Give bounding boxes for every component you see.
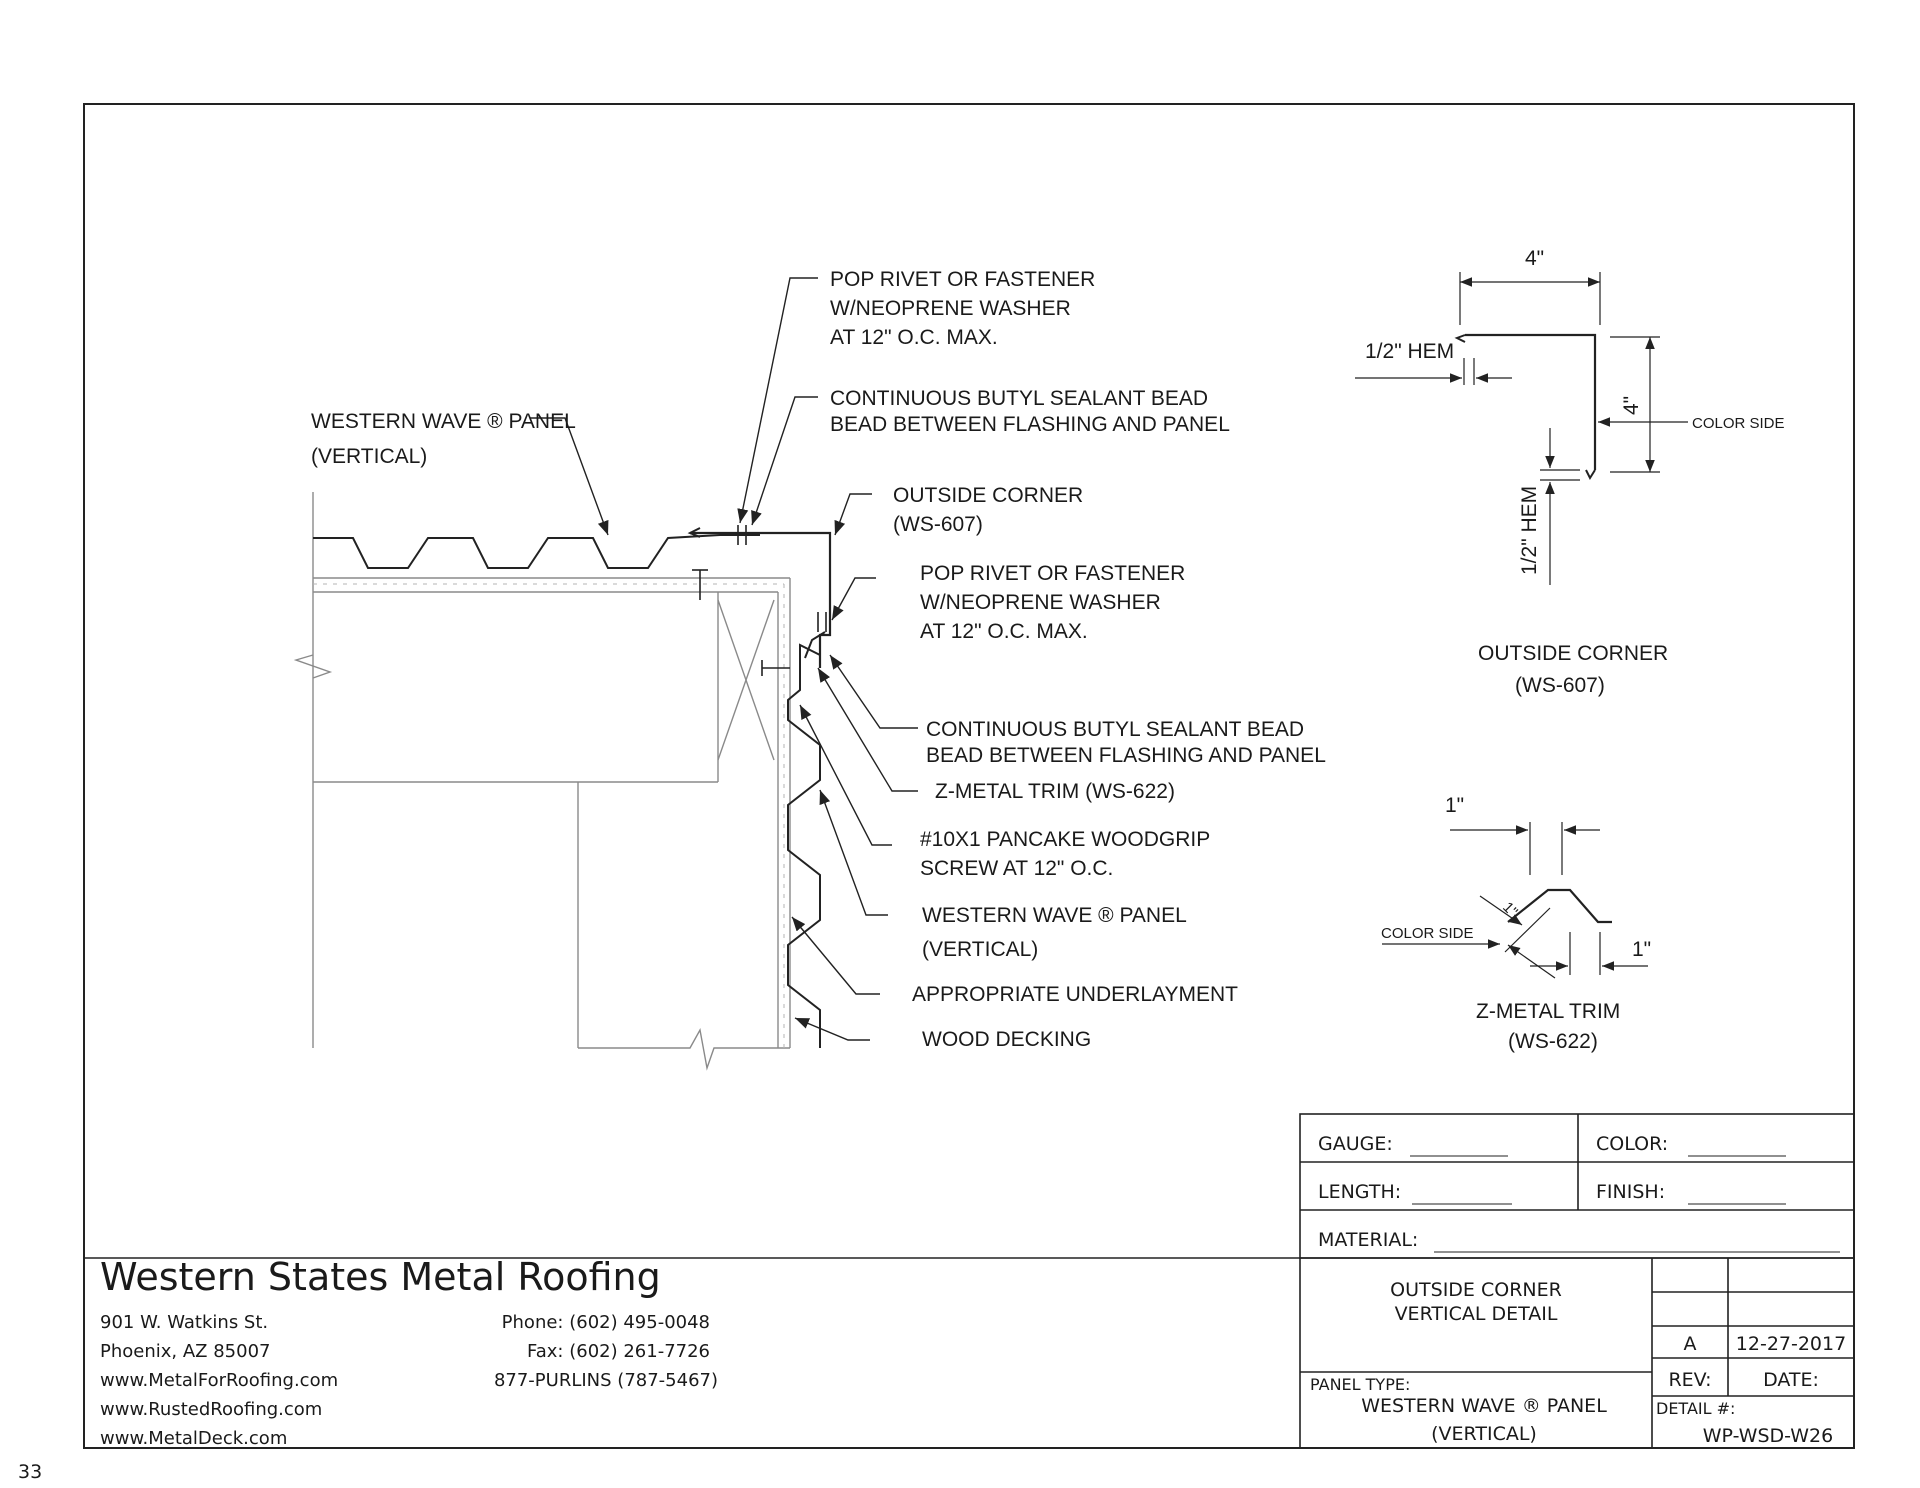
material-label: MATERIAL: xyxy=(1318,1229,1418,1251)
date-value: 12-27-2017 xyxy=(1736,1333,1846,1355)
ztrim-title-2: (WS-622) xyxy=(1508,1030,1598,1053)
phone: Phone: (602) 495-0048 xyxy=(502,1312,710,1333)
callout-butyl-side-1: CONTINUOUS BUTYL SEALANT BEAD xyxy=(926,718,1304,741)
panel-type-label: PANEL TYPE: xyxy=(1310,1375,1410,1394)
corner-color-side: COLOR SIDE xyxy=(1692,415,1785,432)
corner-title-2: (WS-607) xyxy=(1515,674,1605,697)
date-label: DATE: xyxy=(1763,1369,1819,1391)
callout-pop-rivet-top-3: AT 12" O.C. MAX. xyxy=(830,326,998,349)
callout-screw-1: #10X1 PANCAKE WOODGRIP xyxy=(920,828,1210,851)
address-line-1: 901 W. Watkins St. xyxy=(100,1312,268,1333)
corner-hem-top: 1/2" HEM xyxy=(1365,340,1454,363)
callout-underlayment: APPROPRIATE UNDERLAYMENT xyxy=(912,983,1238,1006)
length-label: LENGTH: xyxy=(1318,1181,1401,1203)
callout-panel-top-2: (VERTICAL) xyxy=(311,445,427,468)
callout-panel-top-1: WESTERN WAVE ® PANEL xyxy=(311,410,576,433)
company-name: Western States Metal Roofing xyxy=(100,1255,661,1299)
callout-outside-corner-2: (WS-607) xyxy=(893,513,983,536)
detail-number-label: DETAIL #: xyxy=(1656,1399,1735,1418)
callout-pop-rivet-top-1: POP RIVET OR FASTENER xyxy=(830,268,1095,291)
callout-screw-2: SCREW AT 12" O.C. xyxy=(920,857,1113,880)
callout-outside-corner-1: OUTSIDE CORNER xyxy=(893,484,1083,507)
website-2: www.RustedRoofing.com xyxy=(100,1399,322,1420)
detail-number: WP-WSD-W26 xyxy=(1703,1425,1833,1447)
corner-dim-right: 4" xyxy=(1620,396,1643,415)
callout-panel-side-2: (VERTICAL) xyxy=(922,938,1038,961)
toll-free: 877-PURLINS (787-5467) xyxy=(494,1370,718,1391)
main-detail: POP RIVET OR FASTENER W/NEOPRENE WASHER … xyxy=(293,268,1326,1071)
page-number: 33 xyxy=(18,1461,42,1483)
callout-butyl-top-1: CONTINUOUS BUTYL SEALANT BEAD xyxy=(830,387,1208,410)
outside-corner-detail: 4" 4" 1/2" HEM 1/2" HEM COLOR SIDE OUTSI… xyxy=(1355,247,1785,697)
callout-decking: WOOD DECKING xyxy=(922,1028,1091,1051)
website-1: www.MetalForRoofing.com xyxy=(100,1370,338,1391)
detail-title-2: VERTICAL DETAIL xyxy=(1395,1303,1558,1325)
corner-dim-top: 4" xyxy=(1525,247,1544,270)
callout-pop-rivet-side-1: POP RIVET OR FASTENER xyxy=(920,562,1185,585)
corner-title-1: OUTSIDE CORNER xyxy=(1478,642,1668,665)
callout-pop-rivet-side-3: AT 12" O.C. MAX. xyxy=(920,620,1088,643)
title-block: GAUGE: COLOR: LENGTH: FINISH: MATERIAL: … xyxy=(84,1113,1855,1449)
callout-butyl-side-2: BEAD BETWEEN FLASHING AND PANEL xyxy=(926,744,1326,767)
rev-label: REV: xyxy=(1668,1369,1711,1391)
panel-type-1: WESTERN WAVE ® PANEL xyxy=(1361,1395,1607,1417)
address-line-2: Phoenix, AZ 85007 xyxy=(100,1341,270,1362)
ztrim-dim-right: 1" xyxy=(1632,938,1651,961)
ztrim-dim-diag: 1" xyxy=(1499,899,1521,921)
callout-panel-side-1: WESTERN WAVE ® PANEL xyxy=(922,904,1187,927)
ztrim-title-1: Z-METAL TRIM xyxy=(1476,1000,1620,1023)
gauge-label: GAUGE: xyxy=(1318,1133,1393,1155)
ztrim-color-side: COLOR SIDE xyxy=(1381,925,1474,942)
panel-type-2: (VERTICAL) xyxy=(1431,1423,1537,1445)
fax: Fax: (602) 261-7726 xyxy=(527,1341,710,1362)
color-label: COLOR: xyxy=(1596,1133,1668,1155)
callout-butyl-top-2: BEAD BETWEEN FLASHING AND PANEL xyxy=(830,413,1230,436)
rev-value: A xyxy=(1684,1333,1697,1355)
z-trim-detail: 1" 1" 1" COLOR SIDE Z-METAL TRIM (WS-622… xyxy=(1381,794,1651,1053)
sheet-border xyxy=(83,103,1855,1449)
callout-pop-rivet-top-2: W/NEOPRENE WASHER xyxy=(830,297,1071,320)
website-3: www.MetalDeck.com xyxy=(100,1428,287,1449)
detail-title-1: OUTSIDE CORNER xyxy=(1390,1279,1562,1301)
ztrim-dim-top: 1" xyxy=(1445,794,1464,817)
callout-z-trim: Z-METAL TRIM (WS-622) xyxy=(935,780,1175,803)
corner-hem-side: 1/2" HEM xyxy=(1518,486,1541,575)
callout-pop-rivet-side-2: W/NEOPRENE WASHER xyxy=(920,591,1161,614)
finish-label: FINISH: xyxy=(1596,1181,1665,1203)
